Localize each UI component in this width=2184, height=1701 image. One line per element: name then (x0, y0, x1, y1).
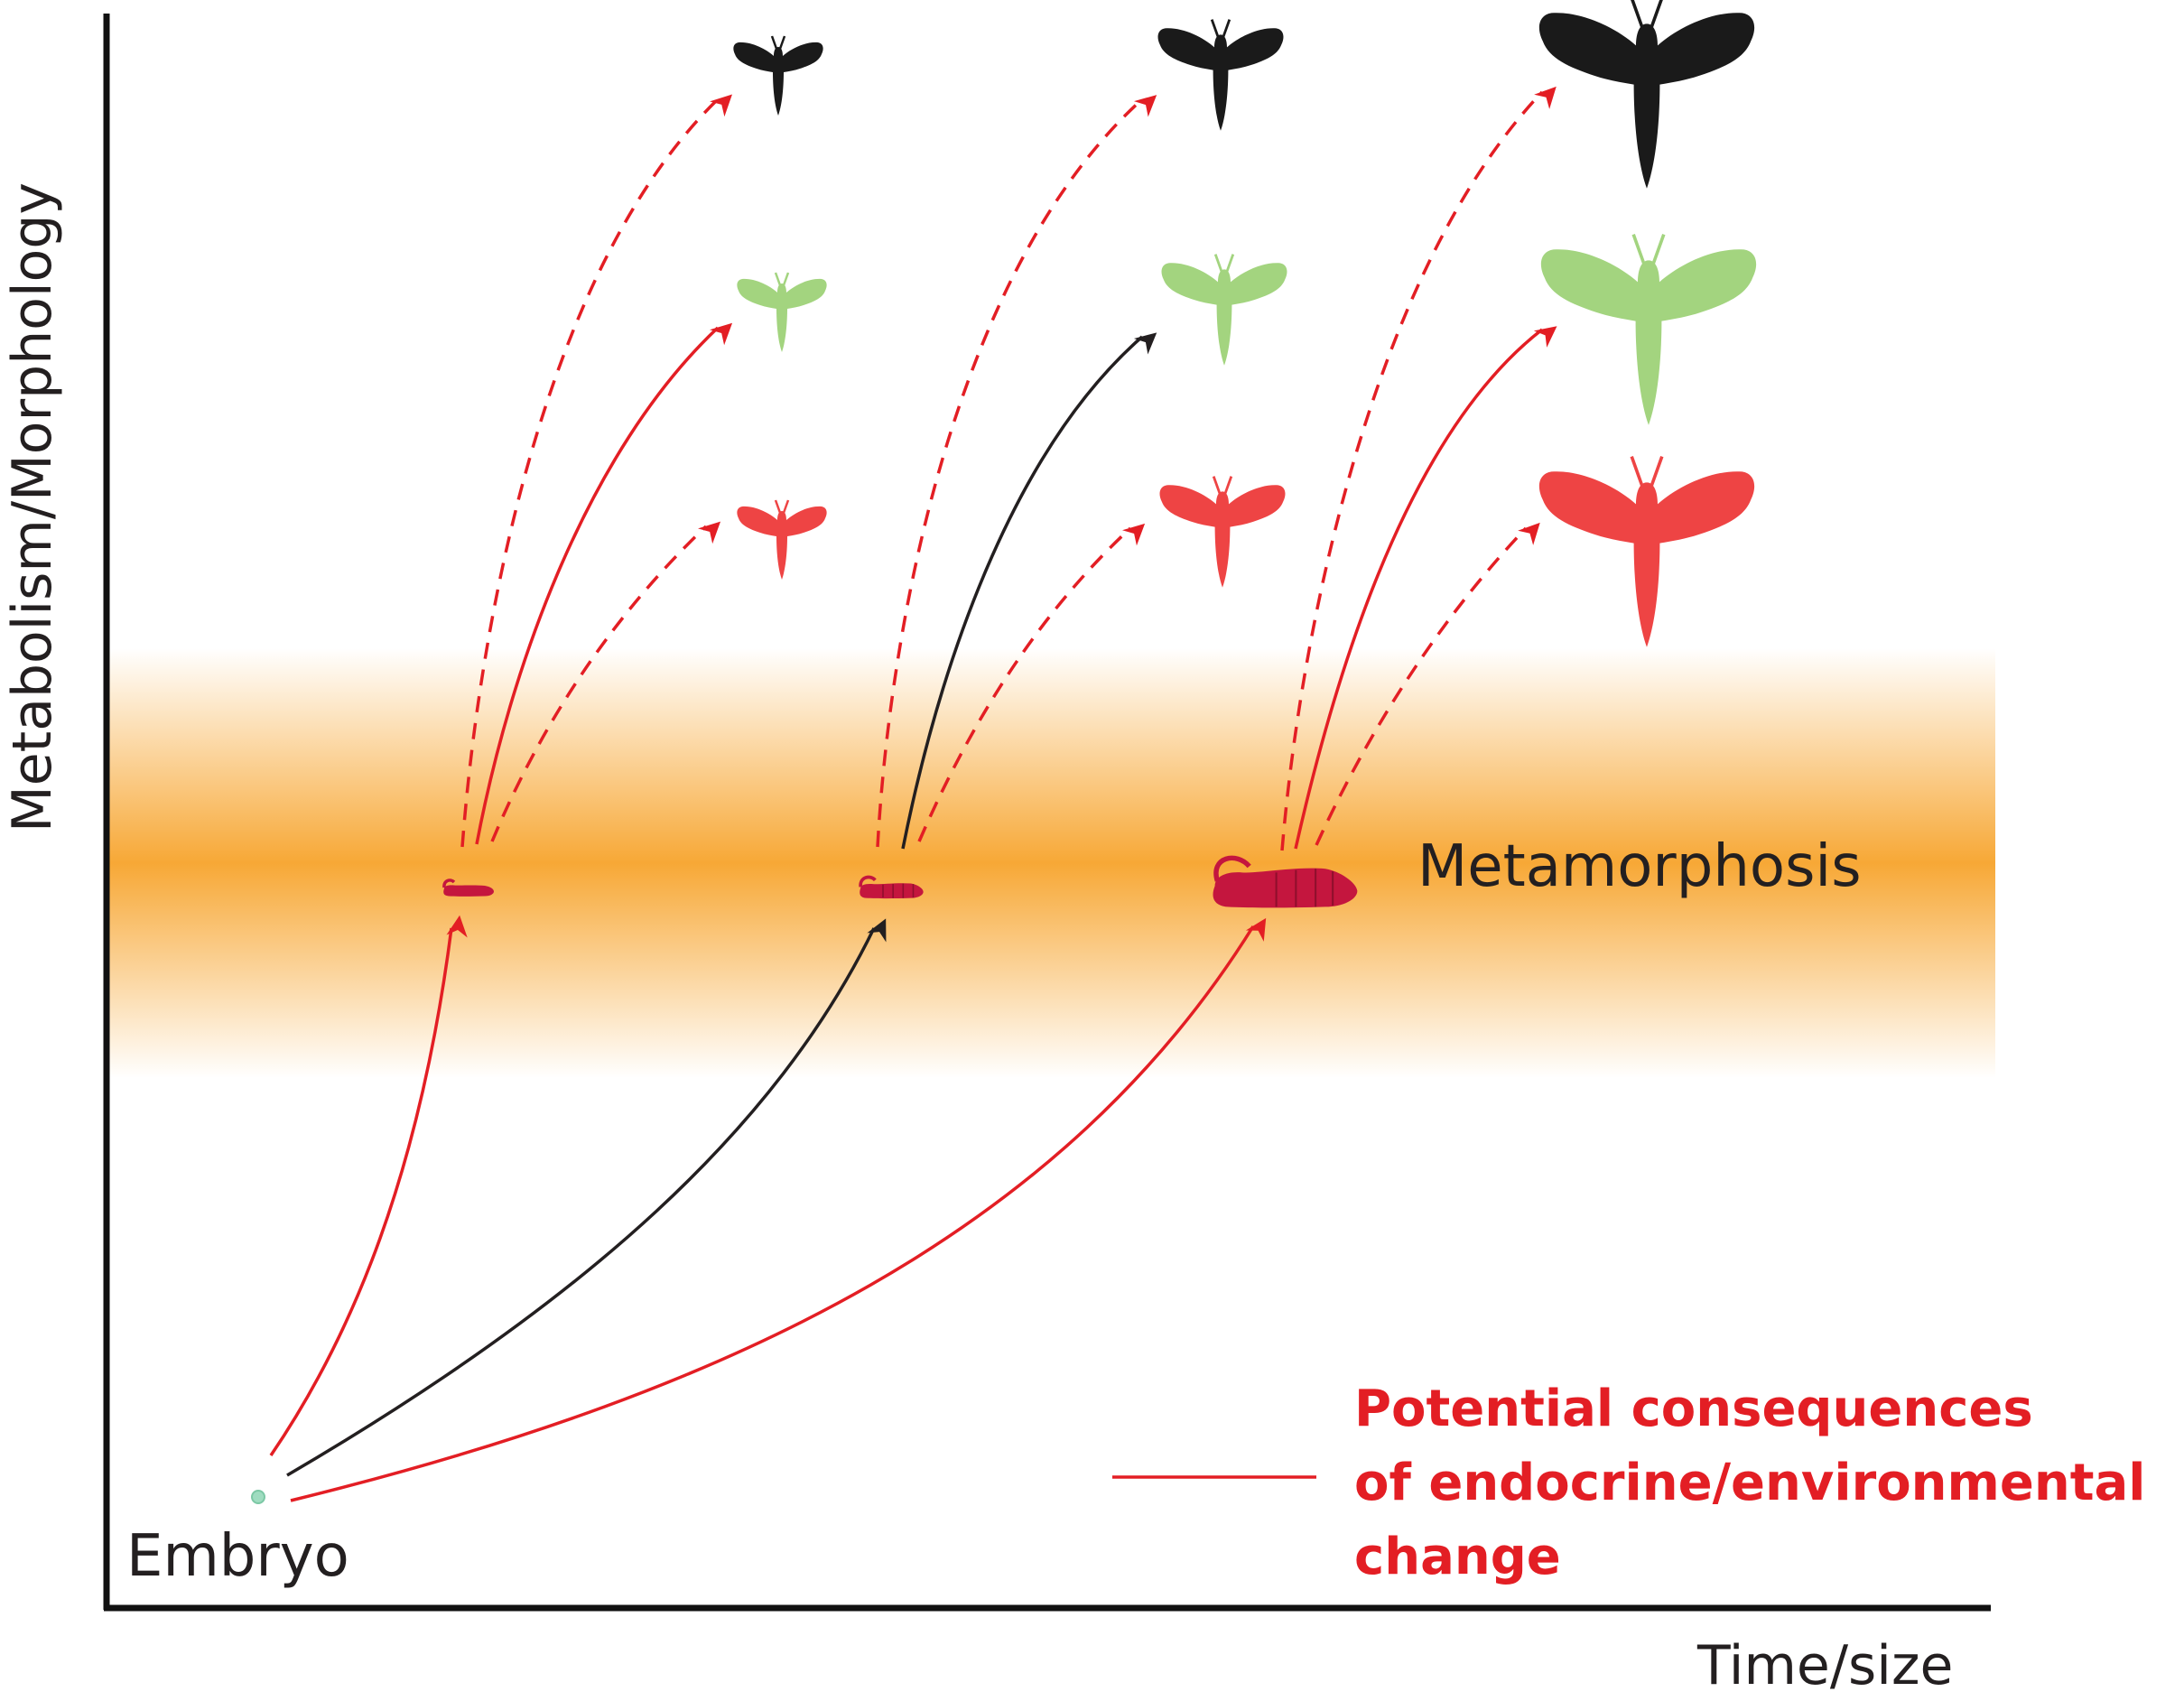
arrow-larva-large-to-moth-red (1315, 522, 1540, 846)
moth-red-large-antennae (1630, 455, 1664, 488)
moth-red-large (1538, 471, 1755, 647)
moth-black-small-antennae (770, 35, 786, 50)
moth-green-large (1540, 249, 1757, 425)
moth-black-medium (1157, 28, 1284, 131)
moth-green-small-antennae (774, 272, 790, 286)
larva-small (442, 878, 494, 897)
metamorphosis-band (108, 648, 1995, 1078)
legend-line-1: Potential consequences (1354, 1380, 2033, 1438)
arrow-larva-medium-to-moth-red (917, 523, 1146, 842)
larva-large (1213, 855, 1358, 908)
arrow-embryo-to-larva-medium (286, 918, 887, 1477)
moth-black-medium-antennae (1210, 19, 1231, 38)
arrow-embryo-to-larva-small (269, 915, 468, 1456)
moth-green-medium (1161, 263, 1287, 366)
arrow-larva-small-to-moth-green (475, 322, 733, 845)
arrow-embryo-to-larva-large (290, 917, 1267, 1502)
legend-line-3: change (1354, 1528, 1561, 1586)
moth-red-medium-antennae (1212, 476, 1233, 495)
embryo-dot (251, 1490, 265, 1504)
moth-green-large-antennae (1631, 233, 1666, 265)
moth-red-medium (1159, 485, 1286, 588)
y-axis-label: Metabolism/Morphology (1, 182, 64, 832)
embryo-label: Embryo (126, 1523, 349, 1590)
arrow-larva-large-to-moth-green (1294, 326, 1557, 850)
larva-medium (859, 875, 924, 899)
moth-green-medium-antennae (1213, 254, 1235, 273)
arrow-larva-medium-to-moth-green (901, 332, 1157, 850)
moth-red-small (737, 506, 827, 580)
legend-text: Potential consequences of endocrine/envi… (1354, 1372, 2146, 1594)
moth-green-small (737, 278, 827, 352)
x-axis-label: Time/size (1697, 1634, 1954, 1697)
legend-line-2: of endocrine/environmental (1354, 1454, 2146, 1512)
arrow-larva-small-to-moth-red (490, 521, 721, 842)
metamorphosis-label: Metamorphosis (1417, 833, 1862, 900)
moth-black-large-antennae (1631, 0, 1663, 29)
moth-red-small-antennae (774, 499, 790, 514)
moth-black-small (733, 42, 823, 116)
moth-black-large (1538, 13, 1755, 189)
